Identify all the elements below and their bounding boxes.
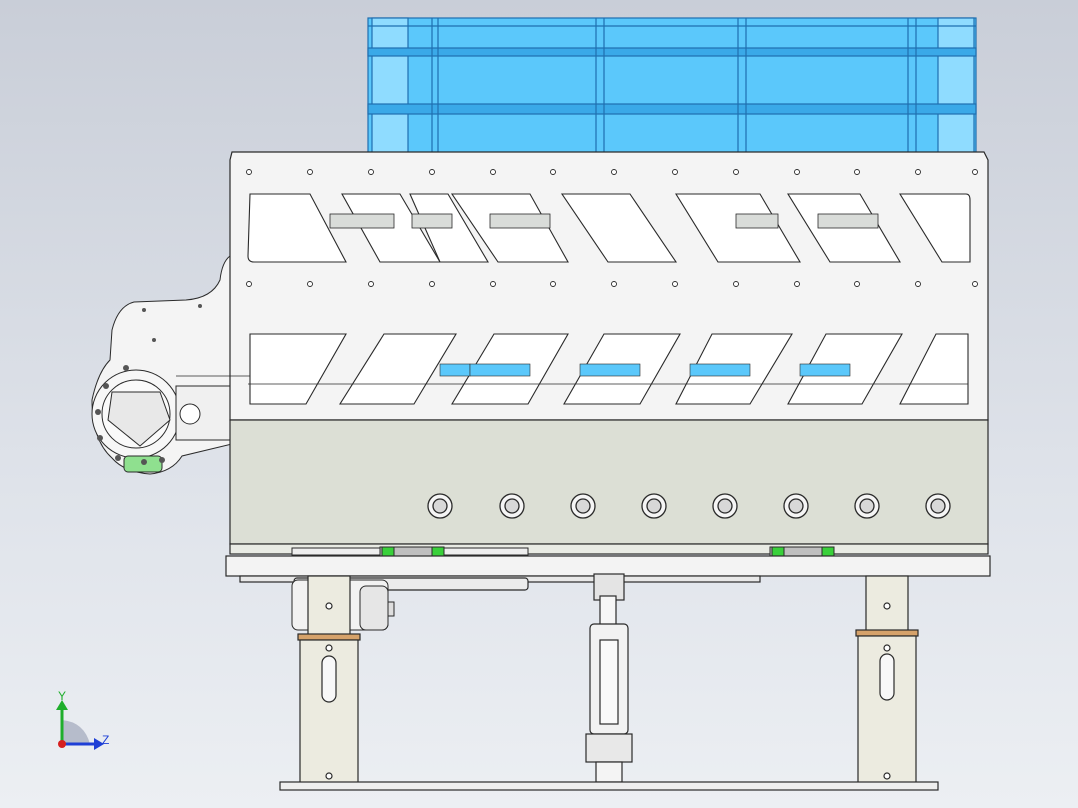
roller-row-icon[interactable] bbox=[427, 493, 951, 519]
cylinder-icon[interactable] bbox=[585, 573, 633, 783]
base-plate-icon[interactable] bbox=[279, 781, 939, 791]
axis-triad: Y Z bbox=[56, 689, 109, 750]
y-axis-label: Y bbox=[58, 689, 66, 703]
frame-plate-icon[interactable] bbox=[176, 151, 989, 421]
triad-xy-plane-icon bbox=[62, 720, 90, 744]
x-axis-icon bbox=[58, 740, 66, 748]
crate-icon[interactable] bbox=[367, 17, 977, 155]
z-axis-label: Z bbox=[102, 733, 109, 747]
support-column-left-icon[interactable] bbox=[297, 575, 361, 785]
drive-motor-icon[interactable] bbox=[91, 255, 233, 475]
base-panel-icon[interactable] bbox=[229, 419, 989, 555]
support-column-right-icon[interactable] bbox=[855, 575, 919, 785]
